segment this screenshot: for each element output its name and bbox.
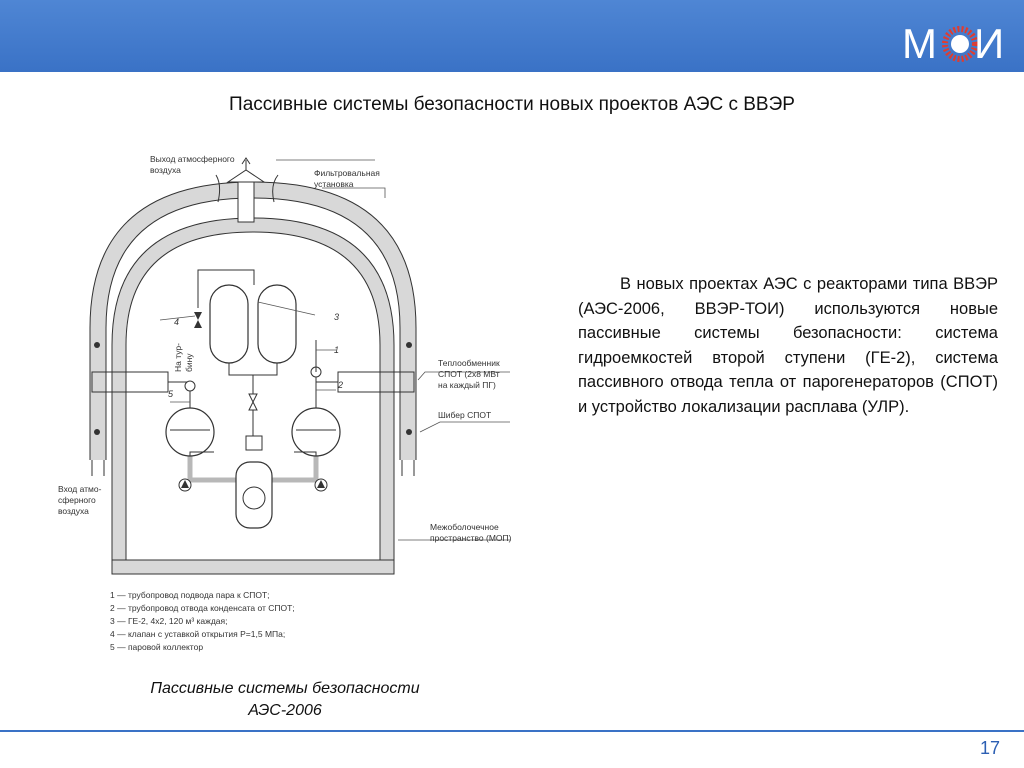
svg-text:сферного: сферного (58, 495, 96, 505)
logo: М И (900, 14, 1010, 67)
svg-text:пространство (МОП): пространство (МОП) (430, 533, 512, 543)
svg-text:2: 2 (337, 380, 343, 390)
footer-divider (0, 730, 1024, 732)
legend-item: 1 — трубопровод подвода пара к СПОТ; (110, 590, 270, 600)
svg-text:4: 4 (174, 317, 179, 327)
svg-text:3: 3 (334, 312, 339, 322)
svg-text:на каждый ПГ): на каждый ПГ) (438, 380, 496, 390)
caption-line: АЭС-2006 (248, 702, 322, 719)
header-band (0, 0, 1024, 72)
page-number: 17 (979, 738, 1000, 758)
label-air-inlet: Вход атмо- (58, 484, 102, 494)
body-paragraph: В новых проектах АЭС с реакторами типа В… (578, 275, 998, 416)
caption-line: Пассивные системы безопасности (150, 680, 420, 697)
diagram-caption: Пассивные системы безопасности АЭС-2006 (90, 678, 480, 722)
label-to-turbine: На тур- (173, 343, 183, 372)
svg-text:1: 1 (334, 345, 339, 355)
svg-text:М: М (902, 20, 937, 66)
label-heat-exchanger: Теплообменник (438, 358, 500, 368)
label-air-outlet: Выход атмосферного (150, 154, 235, 164)
svg-text:бину: бину (184, 353, 194, 372)
legend-item: 3 — ГЕ-2, 4х2, 120 м³ каждая; (110, 616, 227, 626)
slide-title: Пассивные системы безопасности новых про… (229, 94, 795, 115)
inner-containment (112, 217, 394, 560)
svg-text:5: 5 (168, 389, 174, 399)
label-gate: Шибер СПОТ (438, 410, 491, 420)
logo-sun-icon (942, 26, 978, 62)
legend-item: 5 — паровой коллектор (110, 642, 203, 652)
legend-item: 4 — клапан с уставкой открытия Р=1,5 МПа… (110, 629, 285, 639)
svg-text:воздуха: воздуха (150, 165, 181, 175)
legend-item: 2 — трубопровод отвода конденсата от СПО… (110, 603, 295, 613)
label-interspace: Межоболочечное (430, 522, 499, 532)
svg-text:установка: установка (314, 179, 354, 189)
safety-systems-diagram: Выход атмосферного воздуха Фильтровальна… (40, 140, 540, 670)
svg-text:воздуха: воздуха (58, 506, 89, 516)
label-filter: Фильтровальная (314, 168, 380, 178)
svg-text:И: И (974, 20, 1004, 66)
svg-text:СПОТ (2х8 МВт: СПОТ (2х8 МВт (438, 369, 500, 379)
